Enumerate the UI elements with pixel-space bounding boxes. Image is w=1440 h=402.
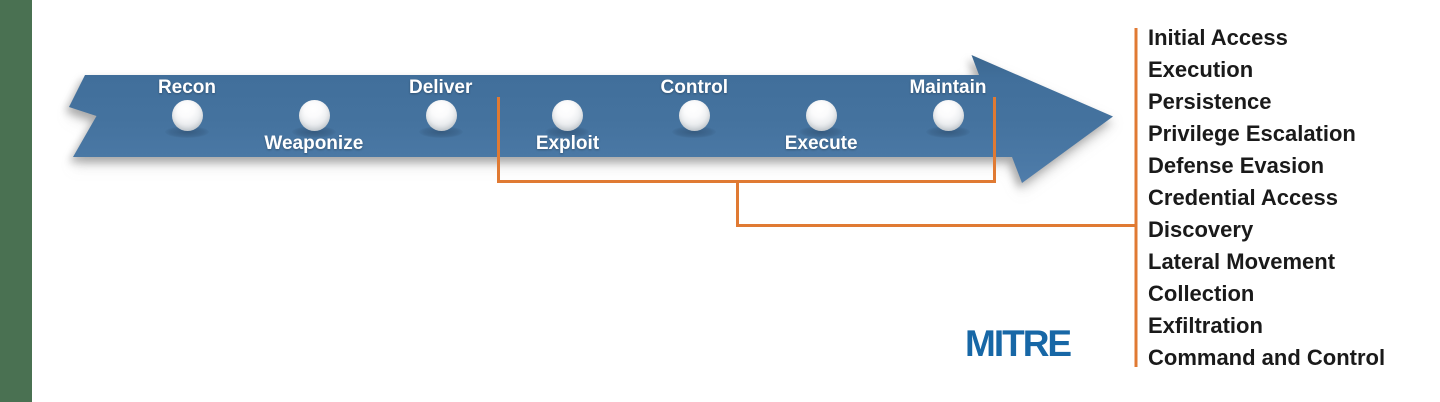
stage-sphere-shadow (291, 126, 336, 138)
stage-sphere-shadow (672, 126, 717, 138)
left-accent-bar (0, 0, 32, 402)
tactic-item: Credential Access (1148, 185, 1338, 210)
tactic-item: Exfiltration (1148, 313, 1263, 338)
bracket-line (497, 97, 996, 183)
stage-sphere (298, 100, 330, 131)
stage-sphere (679, 100, 711, 131)
stage-label: Deliver (408, 77, 473, 98)
mitre-logo: MITRE (965, 323, 1072, 364)
tactic-item: Initial Access (1148, 25, 1288, 50)
stage-sphere-shadow (418, 126, 463, 138)
stage-sphere-shadow (925, 126, 970, 138)
tactic-item: Lateral Movement (1148, 249, 1336, 274)
stage-sphere (425, 100, 457, 131)
stage-sphere (932, 100, 964, 131)
stage-label: Maintain (909, 77, 987, 98)
stage-label: Weaponize (264, 133, 364, 154)
stage-sphere-shadow (165, 126, 209, 138)
tactic-item: Privilege Escalation (1148, 121, 1356, 146)
tactic-item: Discovery (1148, 217, 1254, 242)
tactic-item: Collection (1148, 281, 1255, 306)
tactic-item: Execution (1148, 57, 1254, 82)
stage-sphere (552, 100, 584, 131)
stage-sphere (172, 100, 203, 131)
stage-label: Recon (157, 77, 217, 98)
stage-label: Execute (784, 133, 858, 154)
kill-chain-arrow-shape (69, 55, 1113, 183)
tactic-item: Persistence (1148, 89, 1272, 114)
stage-label: Exploit (535, 133, 600, 154)
tactic-item: Command and Control (1148, 345, 1386, 370)
bracket-stem-line (736, 181, 1136, 227)
stage-sphere-shadow (545, 126, 590, 138)
tactic-item: Defense Evasion (1148, 153, 1325, 178)
stage-label: Control (660, 77, 729, 98)
stage-sphere-shadow (799, 126, 844, 138)
stage-sphere (806, 100, 838, 131)
